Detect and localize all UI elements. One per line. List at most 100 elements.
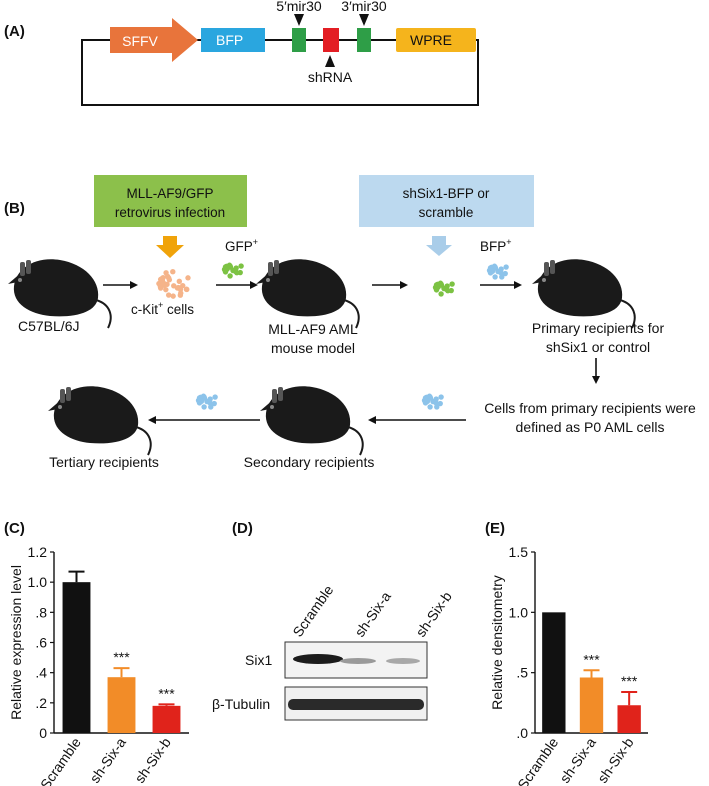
- bar: [542, 612, 566, 733]
- lane-label-scramble: Scramble: [289, 582, 336, 640]
- cell: [207, 396, 213, 402]
- mir30-3-box: [357, 28, 371, 52]
- retrovirus-box-line1: MLL-AF9/GFP: [126, 186, 213, 201]
- mouse-aml-model-icon: [255, 258, 360, 329]
- bar: [579, 677, 604, 733]
- y-tick-label: .0: [516, 725, 528, 741]
- cell: [208, 404, 214, 410]
- y-tick-label: .4: [35, 665, 47, 681]
- cell: [238, 263, 244, 269]
- down-arrow-orange-icon: [156, 236, 184, 258]
- cell: [503, 264, 509, 270]
- mir30-5-pointer: [294, 14, 304, 26]
- y-tick-label: 1.0: [28, 574, 48, 590]
- bar: [617, 705, 641, 733]
- shsix1-box-line2: scramble: [419, 205, 474, 220]
- cell: [178, 290, 184, 296]
- x-tick-label: Scramble: [37, 734, 84, 786]
- six1-band-scramble: [293, 654, 343, 664]
- cell: [234, 269, 240, 276]
- mouse-secondary-icon: [259, 385, 364, 456]
- y-tick-label: 1.2: [28, 544, 48, 560]
- cell: [200, 393, 207, 399]
- panel-label-d: (D): [232, 520, 253, 537]
- cell: [433, 287, 440, 293]
- y-tick-label: 0: [39, 725, 47, 741]
- retrovirus-box: [94, 175, 247, 227]
- tubulin-row-label: β-Tubulin: [212, 696, 270, 712]
- x-tick-label: sh-Six-b: [594, 734, 637, 785]
- gfp-cells-icon: [221, 262, 244, 279]
- significance-label: ***: [158, 685, 175, 701]
- cell: [491, 263, 498, 269]
- cell: [198, 398, 205, 404]
- p0-label-line1: Cells from primary recipients were: [484, 400, 696, 416]
- cell: [438, 291, 444, 297]
- secondary-cells-icon: [195, 393, 218, 410]
- tubulin-band: [288, 699, 424, 710]
- panel-label-c: (C): [4, 520, 25, 537]
- gfp-plus-label: GFP+: [225, 237, 258, 254]
- shrna-box: [323, 28, 339, 52]
- p0-cells-icon: [421, 393, 444, 410]
- y-tick-label: .8: [35, 604, 47, 620]
- wpre-box: [396, 28, 476, 52]
- y-tick-label: .6: [35, 635, 47, 651]
- cell: [176, 278, 183, 285]
- western-blot: Scramble sh-Six-a sh-Six-b Six1 β-Tubuli…: [212, 582, 455, 721]
- bar: [107, 677, 136, 733]
- cell: [185, 275, 191, 281]
- cell: [222, 269, 229, 275]
- bfp-plus-label: BFP+: [480, 237, 512, 254]
- x-tick-label: sh-Six-a: [556, 734, 599, 785]
- cell: [174, 285, 181, 291]
- cell: [170, 293, 176, 299]
- cell: [426, 393, 433, 399]
- y-tick-label: 1.0: [509, 604, 529, 620]
- cell: [226, 262, 233, 268]
- bfp-label: BFP: [216, 32, 243, 48]
- y-tick-label: .2: [35, 695, 47, 711]
- cell: [444, 283, 450, 289]
- cell: [449, 281, 455, 287]
- lane-label-sh-six-a: sh-Six-a: [351, 588, 394, 639]
- cell: [492, 274, 498, 280]
- cell: [170, 269, 176, 275]
- cell: [233, 265, 239, 271]
- wpre-label: WPRE: [410, 32, 452, 48]
- mir30-5-box: [292, 28, 306, 52]
- ckit-label: c-Kit+ cells: [131, 300, 194, 317]
- cell: [164, 281, 170, 287]
- y-axis-label: Relative densitometry: [489, 575, 505, 710]
- cell: [427, 404, 433, 410]
- cell: [499, 274, 505, 280]
- vector-construct: SFFV BFP WPRE 5′mir30 3′mir30 shRNA: [81, 0, 479, 106]
- sffv-label: SFFV: [122, 33, 158, 49]
- secondary-label: Secondary recipients: [244, 454, 375, 470]
- significance-label: ***: [583, 651, 600, 667]
- shsix1-box: [359, 175, 534, 227]
- lane-label-sh-six-b: sh-Six-b: [412, 588, 455, 639]
- bfp-cells-icon: [486, 263, 509, 280]
- shrna-pointer: [325, 55, 335, 67]
- x-tick-label: Scramble: [514, 734, 561, 786]
- cell: [180, 282, 186, 289]
- shsix1-box-line1: shSix1-BFP or: [403, 186, 490, 201]
- x-tick-label: sh-Six-a: [86, 734, 129, 785]
- model-label-line1: MLL-AF9 AML: [268, 321, 358, 337]
- tertiary-label: Tertiary recipients: [49, 454, 159, 470]
- cell: [438, 394, 444, 400]
- six1-band-sh-six-a: [340, 658, 376, 664]
- cell: [184, 286, 190, 293]
- mouse-primary-icon: [531, 258, 636, 329]
- cell: [424, 398, 431, 404]
- cell: [498, 266, 504, 272]
- x-tick-label: sh-Six-b: [131, 734, 174, 785]
- shrna-label: shRNA: [308, 69, 353, 85]
- six1-row-label: Six1: [245, 652, 272, 668]
- ckit-cells-icon: [156, 269, 191, 299]
- aml-cells-icon: [432, 280, 455, 297]
